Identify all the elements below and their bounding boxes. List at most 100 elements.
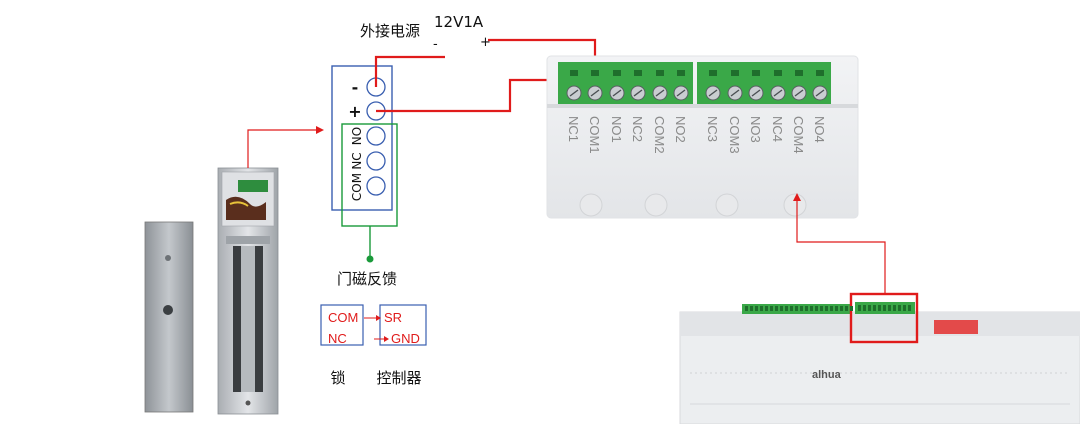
relay-led-2 [644, 193, 668, 217]
wiring-legend: COM NC SR GND 锁 控制器 [320, 304, 427, 387]
terminal-plus-label: + [348, 102, 361, 121]
legend-arrow-2-icon [384, 336, 389, 342]
relay-label-no4: NO4 [812, 116, 827, 143]
terminal-minus-label: - [352, 78, 359, 97]
power-plus-label: + [480, 35, 491, 50]
relay-tab-nc3 [709, 70, 717, 76]
power-minus-label: - [433, 37, 438, 52]
relay-label-nc1: NC1 [566, 116, 581, 142]
relay-label-com4: COM4 [791, 116, 806, 154]
controller-contact-dots [745, 305, 911, 311]
access-controller: alhua [679, 292, 1080, 424]
legend-com: COM [328, 310, 358, 325]
power-title: 外接电源 [360, 22, 420, 40]
controller-contact [760, 306, 763, 311]
relay-led-4 [783, 193, 807, 217]
relay-label-no2: NO2 [673, 116, 688, 143]
controller-contact [878, 305, 881, 311]
controller-contact [820, 306, 823, 311]
relay-screw-slot-no2 [676, 89, 686, 97]
controller-dip-switch [934, 320, 978, 334]
controller-contact [830, 306, 833, 311]
arrow-right-icon [316, 126, 324, 134]
controller-contact [858, 305, 861, 311]
controller-contact [805, 306, 808, 311]
relay-label-com1: COM1 [587, 116, 602, 154]
relay-tab-nc4 [774, 70, 782, 76]
legend-caption-lock: 锁 [330, 369, 345, 387]
terminal-no-label: NO [350, 127, 364, 145]
relay-screw-slot-com3 [730, 89, 740, 97]
relay-label-nc2: NC2 [630, 116, 645, 142]
terminal-nc-circle [366, 151, 386, 171]
controller-contact [893, 305, 896, 311]
controller-contact [888, 305, 891, 311]
relay-screw-slot-nc2 [633, 89, 643, 97]
terminal-no-circle [366, 126, 386, 146]
relay-tab-no1 [613, 70, 621, 76]
relay-led-1 [579, 193, 603, 217]
controller-to-relay-wire [793, 193, 886, 294]
relay-label-no1: NO1 [609, 116, 624, 143]
legend-sr: SR [384, 310, 402, 325]
controller-contact [815, 306, 818, 311]
relay-tab-nc1 [570, 70, 578, 76]
relay-screw-slot-com4 [794, 89, 804, 97]
controller-contact [755, 306, 758, 311]
relay-screw-slot-nc4 [773, 89, 783, 97]
lock-to-terminal-wire [247, 126, 324, 168]
relay-terminal-screws [566, 85, 828, 101]
controller-contact [898, 305, 901, 311]
lock-coil-slot-right [255, 246, 263, 392]
relay-screw-slot-com2 [655, 89, 665, 97]
controller-contact [765, 306, 768, 311]
controller-highlight-box [849, 292, 919, 344]
relay-tab-no3 [752, 70, 760, 76]
relay-screw-slot-nc1 [569, 89, 579, 97]
relay-screw-slot-com1 [590, 89, 600, 97]
controller-contact [903, 305, 906, 311]
armature-screw-icon [163, 305, 173, 315]
controller-contact [883, 305, 886, 311]
relay-label-nc4: NC4 [770, 116, 785, 142]
controller-contact [863, 305, 866, 311]
relay-tab-com1 [591, 70, 599, 76]
arrow-up-icon [793, 193, 801, 201]
lock-terminal-block [238, 180, 268, 192]
relay-label-nc3: NC3 [705, 116, 720, 142]
lock-armature-plate [144, 221, 194, 413]
power-minus-wire [374, 55, 445, 87]
controller-contact [775, 306, 778, 311]
controller-brand: alhua [812, 369, 842, 381]
relay-terminal-strip-left [558, 62, 693, 104]
feedback-label: 门磁反馈 [337, 270, 397, 288]
relay-tab-com2 [656, 70, 664, 76]
controller-contact [745, 306, 748, 311]
relay-terminal-tabs [570, 70, 824, 76]
controller-contact [790, 306, 793, 311]
lock-terminal-block-diagram: - + NO NC COM [331, 65, 398, 263]
relay-led-3 [715, 193, 739, 217]
terminal-com-label: COM [350, 173, 364, 201]
controller-contact [785, 306, 788, 311]
controller-contact [795, 306, 798, 311]
magnetic-lock-body [217, 167, 279, 415]
controller-contact [800, 306, 803, 311]
controller-contact [850, 306, 853, 311]
controller-contact [868, 305, 871, 311]
legend-gnd: GND [391, 331, 420, 346]
relay-label-com2: COM2 [652, 116, 667, 154]
relay-screw-slot-no1 [612, 89, 622, 97]
terminal-com-circle [366, 176, 386, 196]
controller-contact [908, 305, 911, 311]
power-rating: 12V1A [434, 13, 484, 31]
relay-com-wire [376, 78, 574, 113]
controller-contact [845, 306, 848, 311]
controller-contact [780, 306, 783, 311]
legend-nc: NC [328, 331, 347, 346]
controller-contact [873, 305, 876, 311]
relay-label-no3: NO3 [748, 116, 763, 143]
